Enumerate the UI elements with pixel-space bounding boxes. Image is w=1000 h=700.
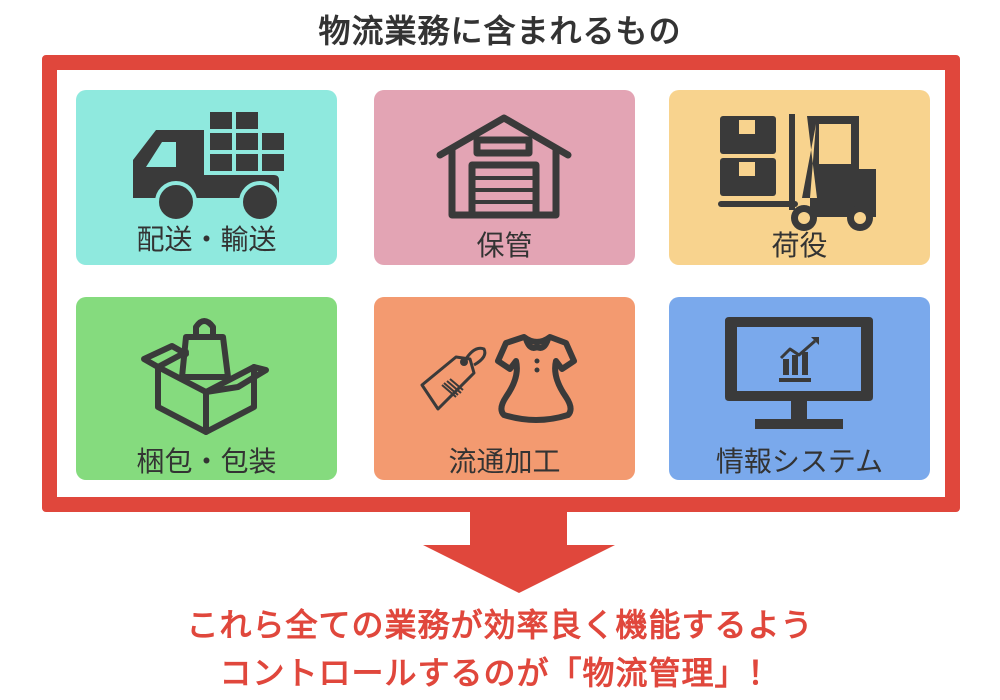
card-delivery: 配送・輸送 <box>76 90 337 265</box>
warehouse-icon <box>436 114 572 219</box>
card-packaging: 梱包・包装 <box>76 297 337 480</box>
card-label: 保管 <box>476 229 533 262</box>
forklift-icon <box>718 114 876 231</box>
monitor-chart-icon <box>725 317 873 429</box>
truck-icon <box>133 112 284 223</box>
card-storage: 保管 <box>374 90 635 265</box>
conclusion-line-2: コントロールするのが「物流管理」！ <box>219 654 781 692</box>
card-label: 配送・輸送 <box>136 223 277 256</box>
dress-tag-icon <box>420 334 577 423</box>
down-arrow-icon <box>423 512 615 593</box>
package-icon <box>141 318 269 435</box>
card-information-system: 情報システム <box>669 297 930 480</box>
card-label: 情報システム <box>715 445 884 478</box>
conclusion-line-1: これら全ての業務が効率良く機能するよう <box>186 606 814 644</box>
diagram-title: 物流業務に含まれるもの <box>318 12 682 50</box>
card-distribution-processing: 流通加工 <box>374 297 635 480</box>
card-label: 梱包・包装 <box>136 445 277 478</box>
card-cargo-handling: 荷役 <box>669 90 930 265</box>
card-label: 流通加工 <box>448 445 561 478</box>
card-label: 荷役 <box>771 229 828 262</box>
